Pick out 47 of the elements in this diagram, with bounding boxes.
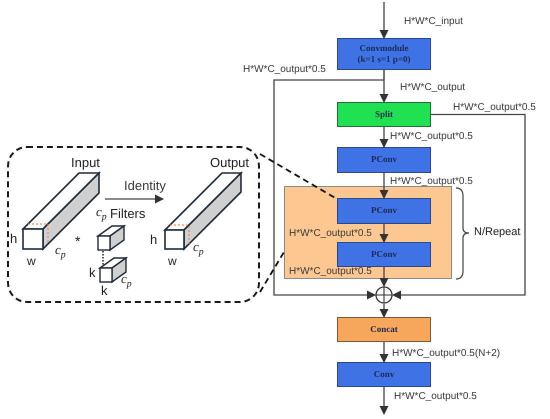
repeat-block (284, 186, 452, 279)
block-heading: Input (71, 155, 100, 170)
edge-label: H*W*C_output*0.5 (394, 391, 477, 403)
arrow (380, 173, 388, 199)
channel-symbol: c$_{p}$ (55, 243, 66, 260)
dashed-zoom-line (260, 153, 338, 200)
arrow (380, 267, 388, 287)
dimension-label: k (89, 266, 96, 279)
dimension-label: w (168, 255, 177, 267)
channel-symbol: c$_{p}$ (193, 240, 204, 258)
edge-label: H*W*C_output*0.5 (453, 102, 536, 114)
edge-label: Identity (124, 180, 166, 192)
channel-symbol: c$_{p}$ (96, 205, 107, 222)
dimension-label: N/Repeat (474, 227, 520, 238)
edge-label: H*W*C_output*0.5 (390, 176, 473, 188)
arrow (380, 387, 388, 415)
edge-label: H*W*C_output*0.5 (289, 266, 372, 278)
edge-label: H*W*C_input (404, 16, 463, 28)
dimension-label: * (75, 234, 80, 248)
arrow (380, 342, 388, 363)
process-box: Conv (337, 362, 431, 387)
channel-symbol: c$_{p}$ (121, 272, 132, 290)
block-heading: Output (210, 155, 250, 170)
dimension-label: Filters (110, 207, 146, 220)
dashed-zoom-line (259, 252, 285, 292)
process-box: Convmodule (k=1 s=1 p=0) (337, 38, 431, 70)
arrow (380, 2, 388, 39)
edge-label: H*W*C_output*0.5 (243, 64, 326, 76)
dimension-label: h (10, 232, 18, 245)
edge-label: H*W*C_output (400, 82, 466, 94)
edge-label: H*W*C_output*0.5 (289, 228, 372, 240)
arrow (105, 194, 164, 204)
split-box: Split (337, 102, 431, 127)
arrow (380, 127, 388, 148)
dimension-label: k (101, 284, 108, 297)
edge-label: H*W*C_output*0.5 (390, 131, 473, 143)
process-box: PConv (337, 198, 431, 224)
arrow (392, 114, 526, 300)
arrow (380, 304, 388, 318)
edge-label: H*W*C_output*0.5(N+2) (392, 348, 500, 360)
process-box: PConv (337, 147, 431, 173)
dimension-label: w (27, 255, 36, 267)
arrow (380, 224, 388, 243)
concat-box: Concat (337, 317, 431, 342)
process-box: PConv (337, 242, 431, 267)
arrow (273, 70, 385, 300)
dimension-label: h (150, 233, 158, 246)
